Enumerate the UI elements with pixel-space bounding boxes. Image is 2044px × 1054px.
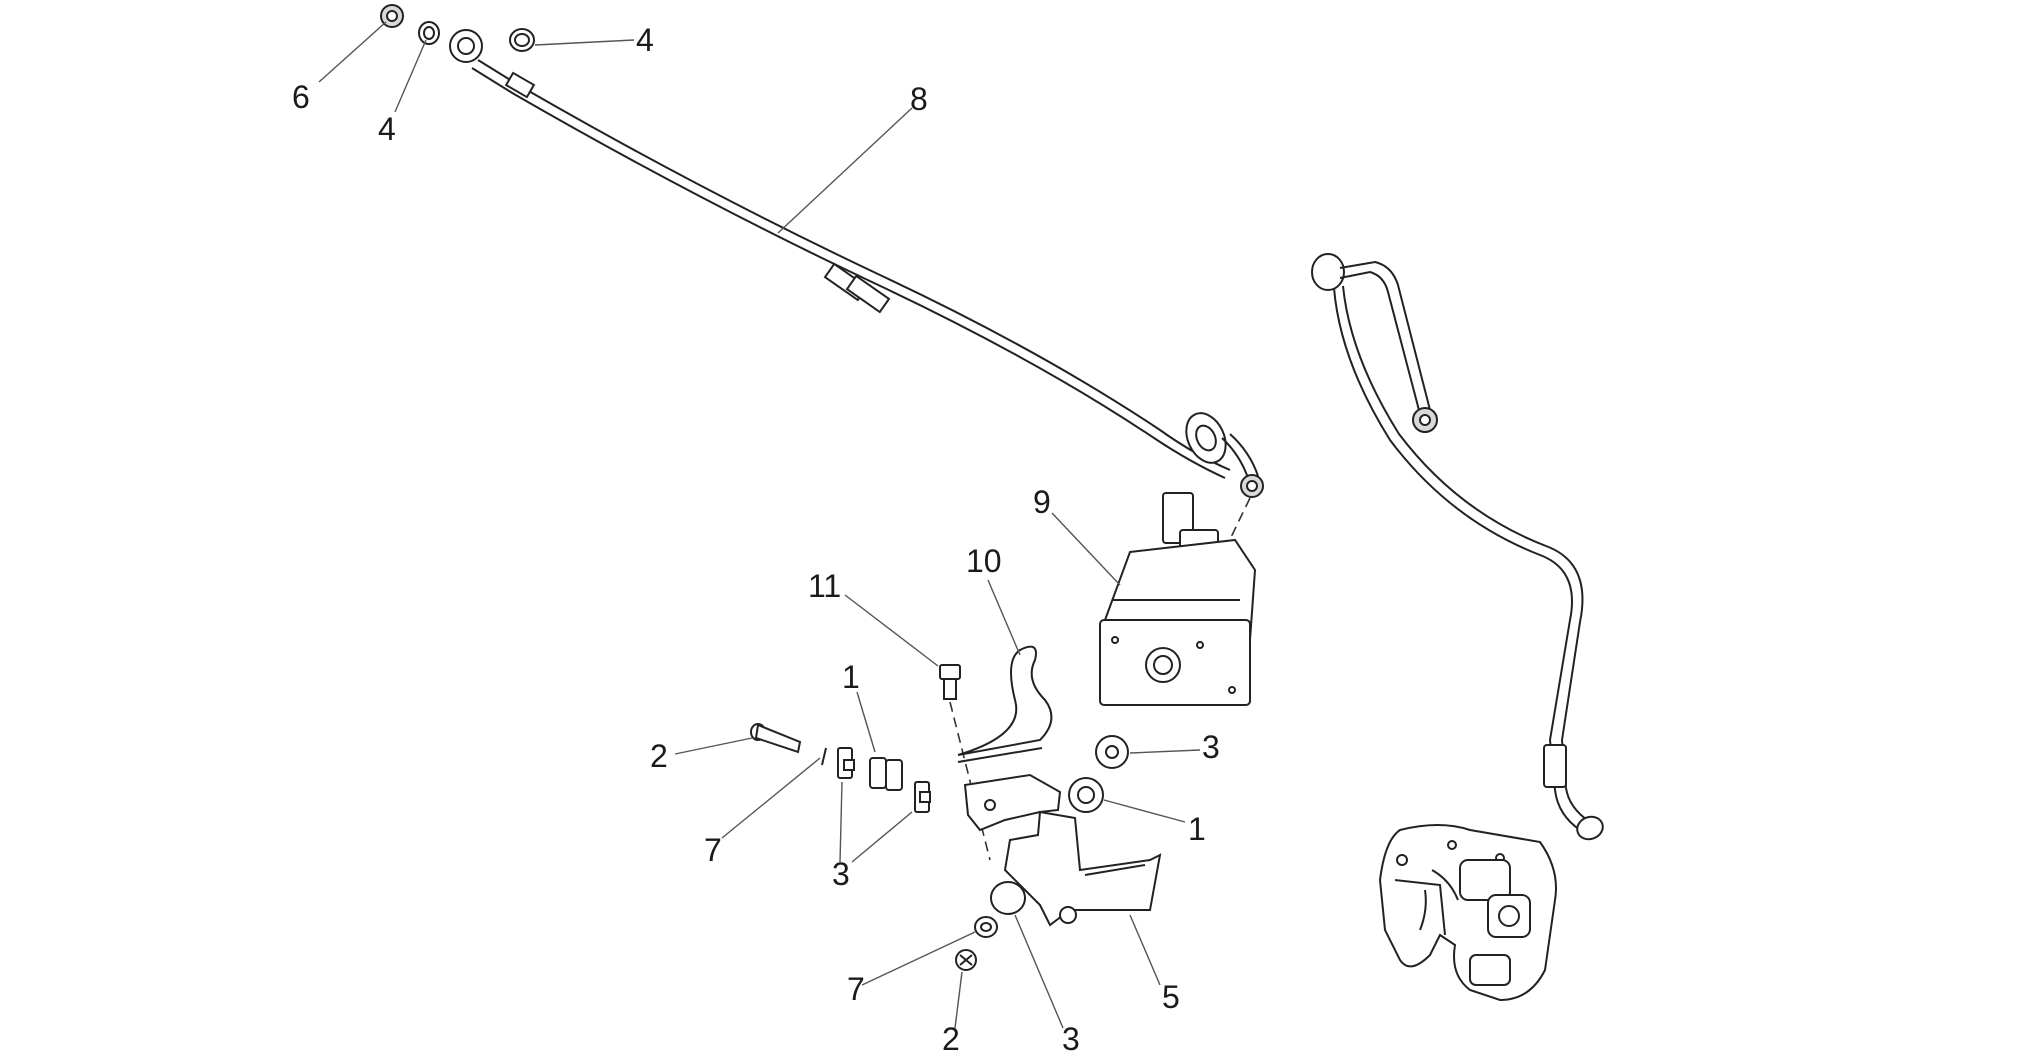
- abs-bracket-part: [963, 773, 1162, 927]
- damper-part-left: [837, 747, 855, 779]
- label-3-left: 3: [832, 856, 850, 892]
- damper-part-right: [914, 781, 931, 813]
- label-5: 5: [1162, 979, 1180, 1015]
- hose-grommet-mid: [823, 262, 891, 314]
- label-11: 11: [808, 568, 841, 604]
- pin-part-lower: [955, 949, 977, 971]
- rear-brake-hose-part: [1311, 253, 1604, 841]
- label-3-lower: 3: [1062, 1021, 1080, 1054]
- label-8: 8: [910, 81, 928, 117]
- hose-grommet-abs: [1185, 412, 1227, 464]
- hose-nut-part: [1240, 474, 1264, 498]
- label-1-left: 1: [842, 659, 860, 695]
- rubber-grommet-part-left: [869, 757, 903, 791]
- banjo-fitting-part: [449, 29, 483, 63]
- label-2-upper: 2: [650, 738, 668, 774]
- clip-part-lower: [974, 916, 998, 938]
- label-7-upper: 7: [704, 832, 722, 868]
- leader-lines: [318, 21, 1201, 1029]
- rubber-grommet-part-right: [1068, 777, 1104, 813]
- label-7-lower: 7: [847, 971, 865, 1007]
- hose-clip-part: [957, 645, 1053, 763]
- label-10: 10: [966, 543, 1002, 579]
- bolt-part-11: [939, 664, 961, 700]
- damper-part-upper-right: [1095, 735, 1129, 769]
- washer-part-upper-left: [418, 21, 440, 45]
- label-4-left: 4: [378, 111, 396, 147]
- label-9: 9: [1033, 484, 1051, 520]
- abs-modulator-part: [1099, 492, 1257, 706]
- label-2-lower: 2: [942, 1021, 960, 1054]
- rear-brake-caliper-part: [1378, 824, 1557, 1002]
- label-1-right: 1: [1188, 811, 1206, 847]
- clip-part-upper: [821, 747, 827, 766]
- pin-part-upper: [750, 723, 802, 754]
- label-3-upper-right: 3: [1202, 729, 1220, 765]
- label-6: 6: [292, 79, 310, 115]
- washer-part-upper-right: [509, 28, 535, 52]
- damper-part-lower: [990, 881, 1026, 915]
- front-brake-hose-part: [471, 59, 1264, 498]
- label-4-right: 4: [636, 22, 654, 58]
- banjo-bolt-part: [380, 4, 404, 28]
